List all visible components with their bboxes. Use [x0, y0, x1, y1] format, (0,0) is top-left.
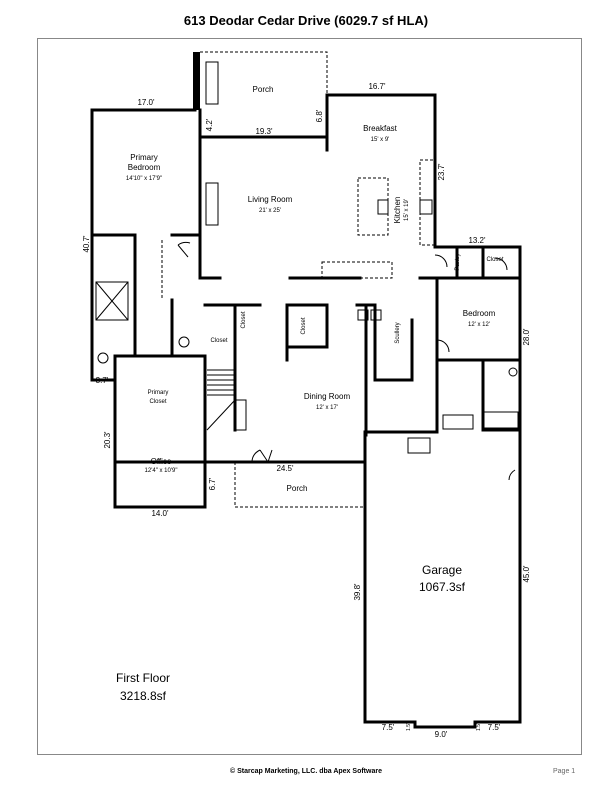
dashed-elements [161, 51, 436, 508]
copyright: © Starcap Marketing, LLC. dba Apex Softw… [230, 768, 382, 775]
room-size: 12'4" x 10'9" [145, 468, 178, 474]
dimension: 16.7' [368, 82, 386, 91]
room-label: Primary [148, 390, 169, 396]
porch-outline [200, 51, 328, 95]
room-label: Office [151, 457, 172, 466]
dimension: 17.0' [137, 98, 155, 107]
dimension: 28.0' [522, 328, 531, 346]
dimension: 6.8' [315, 109, 324, 122]
shower [95, 281, 129, 321]
sink [377, 199, 389, 215]
stairs [206, 369, 431, 454]
dimension: 3.7' [96, 376, 109, 385]
fireplace-porch [205, 61, 219, 105]
dimension: 6.7' [208, 477, 217, 490]
steps [407, 437, 431, 454]
bathtub [483, 411, 519, 429]
dimension: 4.2' [205, 118, 214, 131]
counter [321, 261, 393, 279]
dimension: 19.3' [255, 127, 273, 136]
room-label: Kitchen [393, 197, 402, 224]
room-label: Bedroom [128, 163, 161, 172]
plan-frame [37, 38, 582, 755]
room-label: Scullery [395, 322, 401, 343]
room-size: 12' x 12' [468, 322, 490, 328]
floor-area: 3218.8sf [120, 689, 167, 703]
room-label: Closet [486, 257, 503, 263]
cooktop [419, 199, 433, 215]
kitchen-island [357, 177, 389, 236]
page-title: 613 Deodar Cedar Drive (6029.7 sf HLA) [183, 13, 429, 28]
chimney [193, 52, 200, 110]
dimension: 45.0' [522, 565, 531, 583]
toilet [178, 336, 190, 348]
toilet [508, 367, 518, 377]
room-label: Closet [210, 338, 227, 344]
dimension: 9.0' [435, 730, 448, 739]
room-size: 12' x 17' [316, 405, 338, 411]
dimension: 13.2' [468, 236, 486, 245]
kitchen-counter [419, 159, 436, 246]
room-size: 21' x 25' [259, 208, 281, 214]
dimension: 7.5' [488, 723, 501, 732]
dimension: 40.7' [82, 235, 91, 253]
room-label: Breakfast [363, 124, 398, 133]
dimension: 39.8' [353, 583, 362, 601]
floor-name: First Floor [116, 671, 170, 685]
room-label: Closet [301, 317, 307, 334]
room-area: 1067.3sf [419, 580, 466, 594]
dimension: 20.3' [103, 431, 112, 449]
room-label: Closet [149, 399, 166, 405]
room-size: 14'10" x 17'9" [126, 176, 162, 182]
room-label: Porch [287, 484, 308, 493]
room-label: Garage [422, 563, 462, 577]
dimension: 23.7' [437, 163, 446, 181]
dimension: 1.5' [406, 723, 412, 731]
toilet [97, 352, 109, 364]
room-label: Dining Room [304, 392, 351, 401]
dimension: 24.5' [276, 464, 294, 473]
page-number: Page 1 [553, 768, 576, 775]
room-size: 15' x 9' [371, 137, 390, 143]
doors [177, 241, 516, 481]
fireplace [205, 182, 219, 226]
room-label: Bedroom [463, 309, 496, 318]
room-label: Porch [253, 85, 274, 94]
room-label: Pantry [455, 253, 461, 270]
washer-dryer [442, 414, 474, 430]
fixtures [95, 61, 519, 430]
room-size: 15' x 19' [404, 199, 410, 221]
dimension: 1.5' [476, 723, 482, 731]
porch-outline-south [234, 462, 365, 508]
room-label: Primary [130, 153, 158, 162]
room-label: Living Room [248, 195, 293, 204]
dimension: 14.0' [151, 509, 169, 518]
room-label: Closet [241, 311, 247, 328]
dimension: 7.5' [382, 723, 395, 732]
walls [90, 52, 522, 729]
